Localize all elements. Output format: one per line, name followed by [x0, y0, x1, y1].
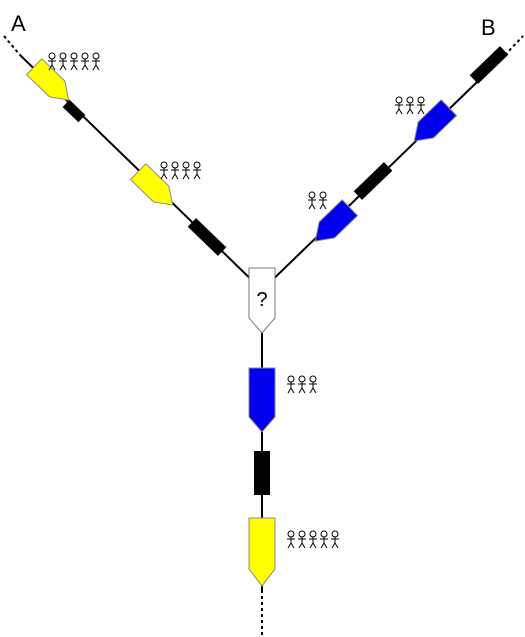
signals	[62, 46, 509, 495]
passengers-b-2	[307, 191, 328, 210]
train-a-2	[129, 163, 174, 206]
train-b-1	[413, 99, 458, 142]
track-branch-b-dotted	[504, 35, 524, 56]
signal-south	[254, 451, 270, 495]
signal-a-2	[187, 218, 227, 256]
train-b-2	[314, 199, 359, 242]
passengers-b-1	[394, 96, 426, 115]
passengers-s-2	[286, 530, 340, 549]
junction-label: ?	[256, 289, 267, 311]
train-s-2	[248, 517, 276, 587]
signal-b-2	[353, 162, 393, 200]
passengers-a-2	[159, 161, 202, 180]
junction-car: ?	[248, 267, 276, 334]
passengers-s-1	[286, 375, 318, 394]
signal-b-1	[469, 46, 509, 84]
track-branch-a-dotted	[3, 35, 21, 56]
label-a: A	[11, 11, 26, 36]
passengers-a-1	[47, 52, 101, 71]
train-a-1	[25, 58, 70, 101]
signal-a-1	[62, 99, 86, 123]
train-s-1	[248, 367, 276, 433]
label-b: B	[481, 15, 496, 40]
